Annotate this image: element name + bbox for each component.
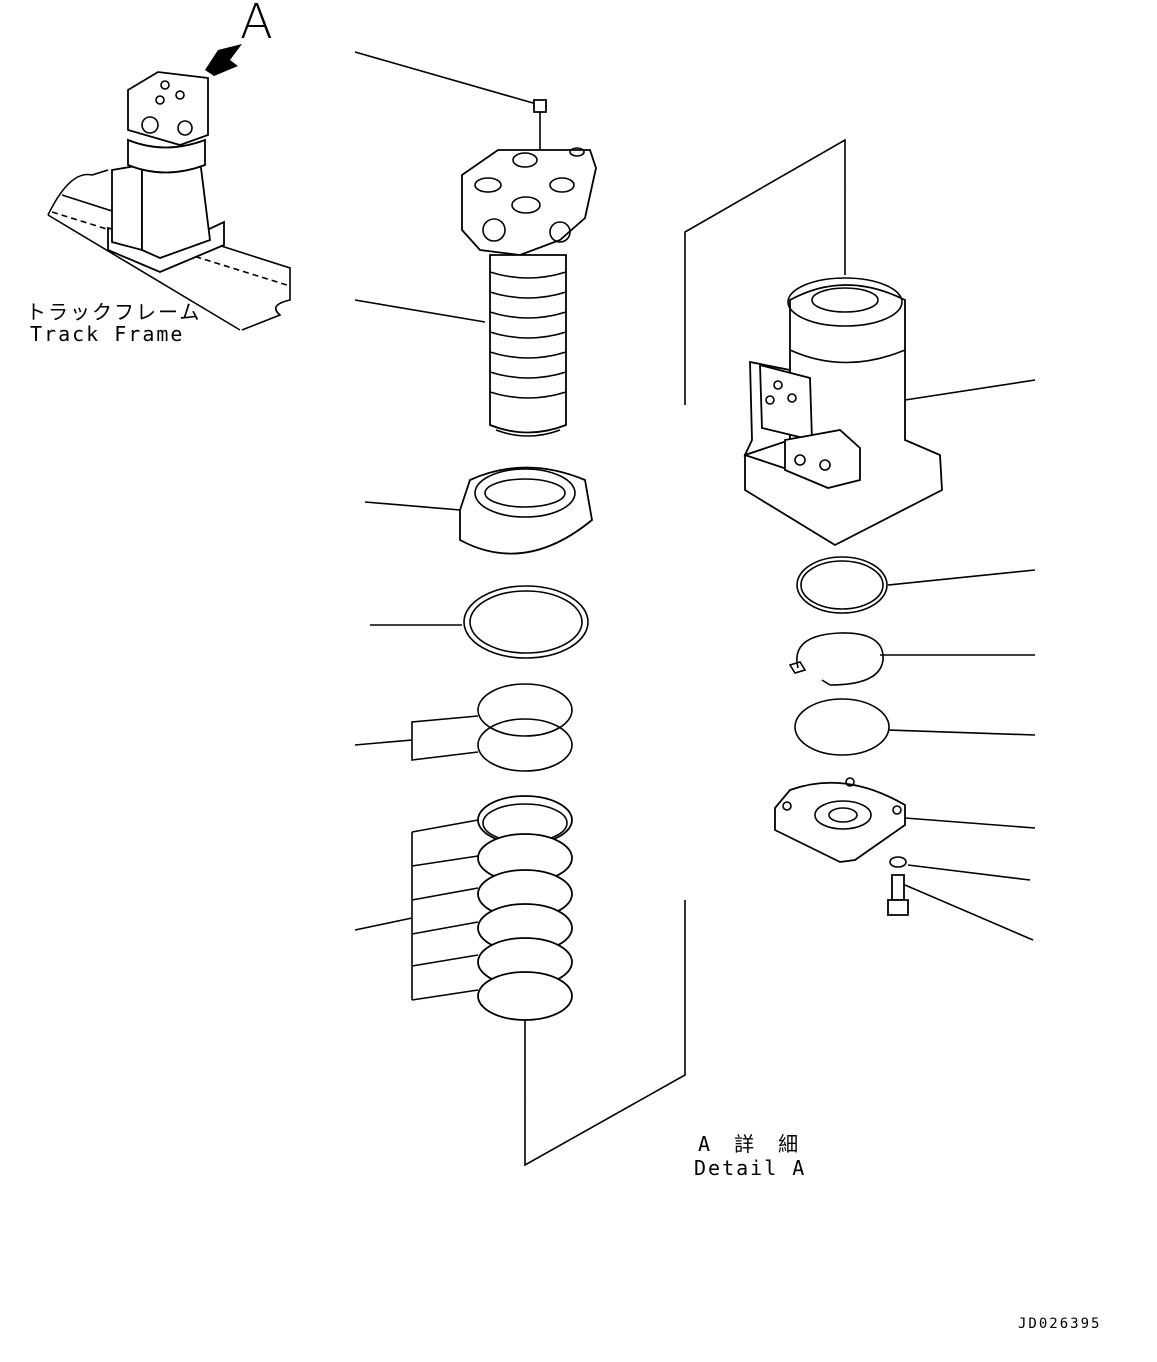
center-stack [354, 51, 846, 1167]
view-letter-label: A [240, 0, 273, 50]
right-stack [743, 277, 1036, 941]
detail-label-jp: A 詳 細 [698, 1132, 805, 1156]
document-id: JD026395 [1018, 1316, 1102, 1332]
track-frame-label-jp: トラックフレーム [26, 300, 202, 324]
overview-inset [47, 44, 291, 331]
detail-label-en: Detail A [694, 1156, 807, 1180]
track-frame-label-en: Track Frame [30, 322, 185, 346]
